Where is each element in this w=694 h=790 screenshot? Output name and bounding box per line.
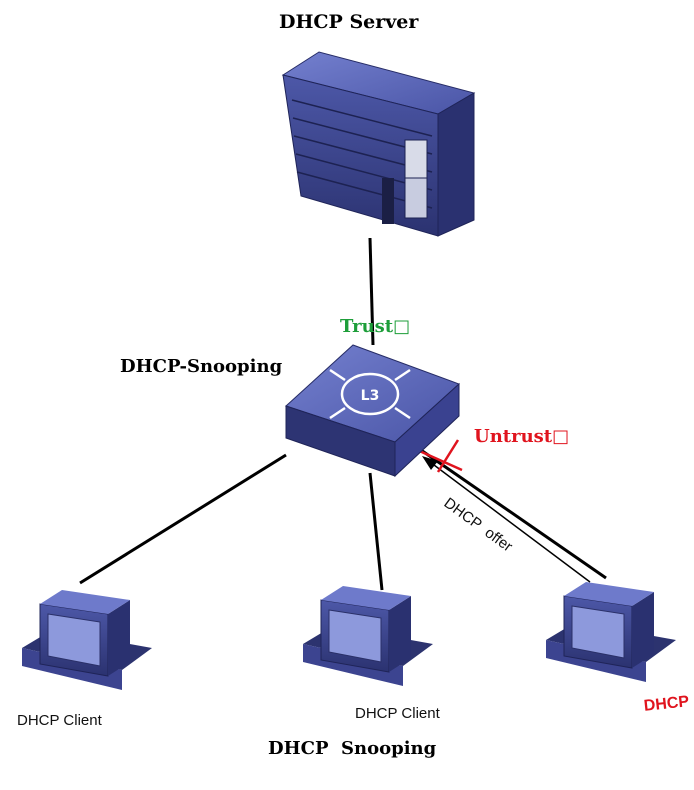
client-2-label: DHCP Client	[355, 705, 440, 722]
link-switch-client-1	[79, 453, 287, 585]
rogue-server-computer-icon	[546, 582, 676, 682]
client-computer-2-icon	[303, 586, 433, 686]
link-switch-rogue-server	[417, 446, 607, 580]
server-icon	[281, 51, 476, 237]
links	[79, 237, 607, 591]
link-switch-client-2	[368, 472, 384, 591]
link-server-switch	[368, 237, 375, 346]
trust-port-label: Trust□	[340, 316, 411, 337]
svg-text:L3: L3	[361, 388, 380, 404]
server-label: DHCP Server	[279, 11, 419, 33]
client-computer-1-icon	[22, 590, 152, 690]
diagram-caption: DHCP Snooping	[268, 738, 437, 759]
switch-label: DHCP-Snooping	[120, 356, 283, 377]
switch-icon: L3	[285, 344, 460, 478]
dhcp-offer-arrow	[422, 456, 591, 583]
client-1-label: DHCP Client	[17, 712, 102, 729]
dhcp-offer-label: DHCP offer	[441, 494, 516, 555]
blocked-x-icon	[414, 439, 463, 473]
untrust-port-label: Untrust□	[474, 426, 570, 447]
